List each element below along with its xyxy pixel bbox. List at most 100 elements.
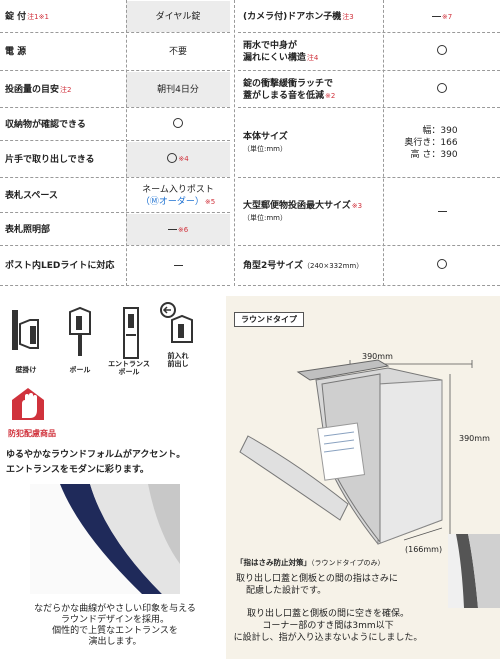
spec-row-left-2: 投函量の目安注2 朝刊4日分: [0, 71, 230, 108]
spec-value-cell: ※4: [126, 142, 230, 177]
spec-value-cell: ※7: [384, 1, 500, 32]
spec-row-right-5: 角型2号サイズ（240×332mm）: [238, 246, 500, 286]
spec-value-note: ※5: [204, 197, 216, 206]
finger-text-2-line-1: コーナー部のすき間は3mm以下: [262, 621, 394, 631]
spec-label: 錠の衝撃緩衝ラッチで: [243, 78, 334, 89]
spec-label-small: （240×332mm）: [303, 262, 364, 270]
spec-value-note: ※6: [177, 225, 189, 234]
spec-value: 不要: [168, 47, 187, 57]
spec-row-left-4: 片手で取り出しできる ※4: [0, 141, 230, 178]
spec-row-right-4: 大型郵便物投函最大サイズ※3（単位:mm）: [238, 178, 500, 246]
spec-label-note: 注4: [306, 54, 319, 62]
curve-copy-line-2: 個性的で上質なエントランスを: [52, 626, 178, 636]
spec-label-note: 注3: [342, 12, 354, 21]
spec-row-left-6: 表札照明部 ※6: [0, 213, 230, 246]
size-line: 奥行き：166: [404, 138, 458, 148]
spec-label: 本体サイズ: [243, 132, 288, 142]
finger-text-2-line-2: に設計し、指が入り込まないようにしました。: [233, 633, 423, 643]
dim-depth: (166mm): [405, 545, 443, 554]
spec-value: 朝刊4日分: [157, 84, 199, 95]
spec-label-2: 漏れにくい構造: [243, 53, 306, 63]
finger-title-sub: （ラウンドタイプのみ）: [311, 559, 385, 567]
finger-title: 「指はさみ防止対策」（ラウンドタイプのみ）: [236, 557, 385, 568]
spec-label: 表札照明部: [5, 224, 51, 235]
spec-label: 片手で取り出しできる: [5, 154, 95, 165]
spec-row-left-7: ポスト内LEDライトに対応: [0, 246, 230, 286]
spec-label: 電 源: [5, 47, 27, 57]
circle-mark: [167, 152, 178, 163]
spec-value-cell: ※6: [126, 214, 230, 245]
spec-label-2: 蓋がしまる音を低減: [243, 90, 325, 101]
curve-copy-line-1: ラウンドデザインを採用。: [60, 615, 169, 625]
spec-label-note: ※2: [325, 91, 336, 100]
spec-row-right-0: (カメラ付)ドアホン子機注3※7: [238, 0, 500, 33]
curve-copy: なだらかな曲線がやさしい印象を与える ラウンドデザインを採用。 個性的で上質なエ…: [20, 604, 210, 648]
spec-divider: [234, 0, 235, 286]
finger-text-2: 取り出し口蓋と側板の間に空きを確保。 コーナー部のすき間は3mm以下 に設計し、…: [228, 608, 428, 644]
spec-row-left-1: 電 源 不要: [0, 33, 230, 71]
spec-label-note: ※3: [351, 202, 363, 210]
finger-text-1-line-0: 取り出し口蓋と側板との間の指はさみに: [236, 574, 398, 584]
round-copy: ゆるやかなラウンドフォルムがアクセント。 エントランスをモダンに彩ります。: [6, 448, 185, 478]
spec-row-left-0: 錠 付注1※1 ダイヤル錠: [0, 0, 230, 33]
spec-label: 雨水で中身が: [243, 41, 298, 51]
spec-value-cell: [126, 247, 230, 285]
round-copy-line-0: ゆるやかなラウンドフォルムがアクセント。: [6, 450, 186, 460]
spec-divider: [383, 0, 384, 286]
circle-mark: [437, 45, 447, 55]
spec-label: 投函量の目安: [5, 84, 60, 95]
crime-prevention-icon: [12, 388, 44, 420]
curve-detail-photo: [30, 484, 180, 594]
dim-height: 390mm: [459, 434, 490, 443]
spec-label-note: 注2: [60, 85, 72, 94]
spec-label-sub: （単位:mm）: [243, 214, 287, 222]
spec-value-cell: ダイヤル錠: [126, 1, 230, 32]
spec-row-right-2: 錠の衝撃緩衝ラッチで蓋がしまる音を低減※2: [238, 71, 500, 108]
spec-value-cell: [384, 179, 500, 245]
finger-text-2-line-0: 取り出し口蓋と側板の間に空きを確保。: [246, 609, 409, 619]
spec-value-cell: [384, 72, 500, 107]
dash-mark: [173, 265, 183, 266]
mailbox-illustration: [239, 359, 473, 545]
circle-mark: [437, 82, 447, 93]
dash-mark: [167, 228, 177, 230]
circle-mark: [173, 117, 183, 128]
spec-value-cell: ネーム入りポスト（Ⓜオーダー）※5: [126, 179, 230, 212]
size-line: 幅：390: [422, 126, 458, 136]
spec-value-cell: 朝刊4日分: [126, 72, 230, 107]
crime-prevention-label: 防犯配慮商品: [8, 429, 56, 438]
spec-value-cell: [384, 34, 500, 70]
curve-copy-line-3: 演出します。: [88, 637, 142, 647]
mount-label-2: エントランス ポール: [108, 360, 150, 376]
front-in-front-out-icon: [160, 302, 193, 343]
spec-value-note: ※7: [441, 12, 453, 21]
finger-text-1-line-1: 配慮した設計です。: [246, 586, 327, 596]
dim-width: 390mm: [362, 352, 393, 361]
dash-mark: [431, 15, 441, 17]
spec-label: 角型2号サイズ: [243, 261, 303, 271]
spec-row-right-1: 雨水で中身が漏れにくい構造注4: [238, 33, 500, 71]
spec-row-left-3: 収納物が確認できる: [0, 108, 230, 141]
mount-label-1: ポール: [69, 366, 91, 374]
round-type-label: ラウンドタイプ: [234, 312, 304, 327]
mount-label-0: 壁掛け: [15, 366, 37, 374]
entrance-pole-icon: [123, 307, 139, 359]
spec-value: ネーム入りポスト: [142, 184, 214, 195]
wall-mount-icon: [12, 310, 39, 350]
spec-label: ポスト内LEDライトに対応: [5, 261, 115, 271]
circle-mark: [437, 259, 447, 269]
curve-copy-line-0: なだらかな曲線がやさしい印象を与える: [34, 604, 196, 614]
spec-value-note: ※4: [178, 154, 189, 163]
spec-divider: [126, 0, 127, 286]
pole-mount-icon: [69, 306, 91, 356]
spec-value-2: （Ⓜオーダー）: [140, 196, 204, 207]
spec-value-cell: [126, 109, 230, 140]
spec-label: 錠 付: [5, 11, 27, 22]
finger-text-1: 取り出し口蓋と側板との間の指はさみに 配慮した設計です。: [236, 573, 398, 597]
spec-row-left-5: 表札スペースネーム入りポスト（Ⓜオーダー）※5: [0, 178, 230, 213]
spec-label: 収納物が確認できる: [5, 119, 86, 130]
spec-value-cell: [384, 247, 500, 285]
spec-label-note: 注1※1: [27, 12, 49, 21]
corner-gap-photo: [448, 534, 500, 608]
